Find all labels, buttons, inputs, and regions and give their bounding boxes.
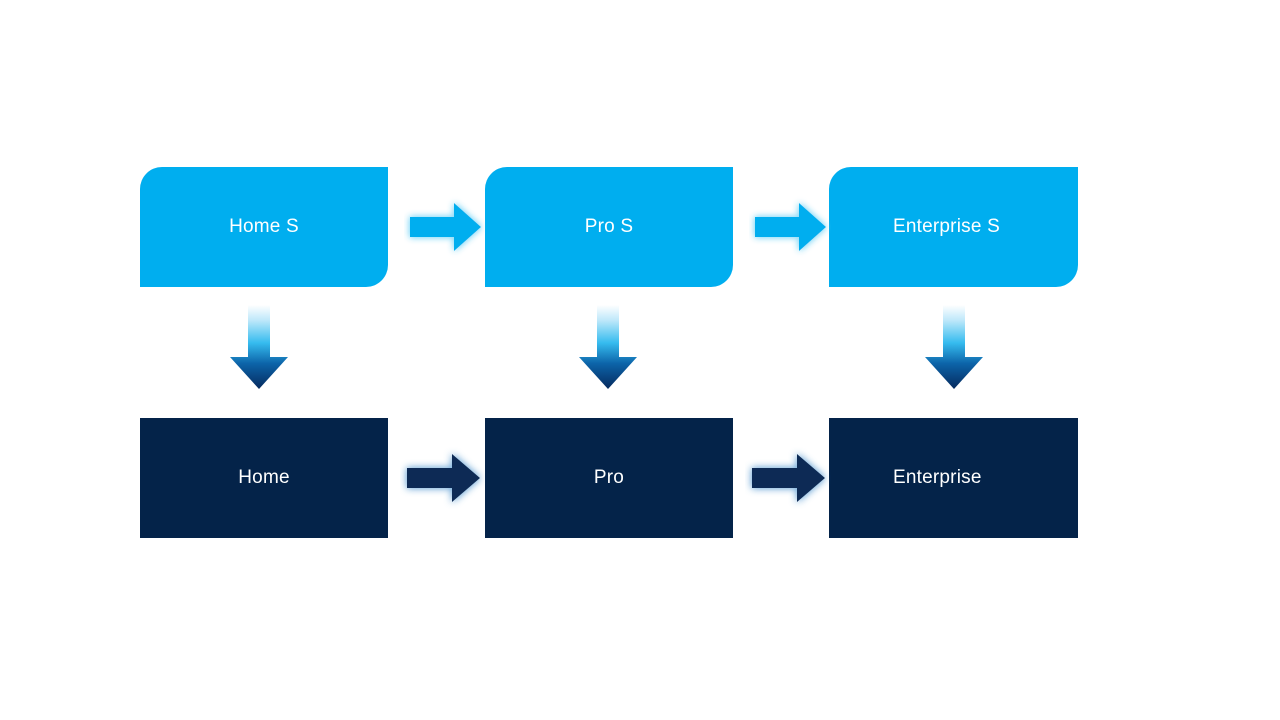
node-enterprise-label: Enterprise [893, 466, 982, 488]
node-pro-s[interactable]: Pro S [485, 167, 733, 287]
arrow-pro-s-to-pro [575, 305, 641, 391]
node-enterprise[interactable]: Enterprise [829, 418, 1078, 538]
node-home-s[interactable]: Home S [140, 167, 388, 287]
arrow-enterprise-s-to-enterprise [921, 305, 987, 391]
node-pro-s-label: Pro S [584, 215, 634, 237]
node-enterprise-s-label: Enterprise S [893, 215, 1000, 237]
arrow-pro-to-enterprise [745, 447, 831, 509]
arrow-pro-s-to-enterprise-s [749, 196, 831, 258]
node-enterprise-s[interactable]: Enterprise S [829, 167, 1078, 287]
node-home[interactable]: Home [140, 418, 388, 538]
node-home-label: Home [238, 466, 290, 488]
arrow-home-s-to-home [226, 305, 292, 391]
node-home-s-label: Home S [229, 215, 299, 237]
node-pro[interactable]: Pro [485, 418, 733, 538]
arrow-home-to-pro [400, 447, 486, 509]
node-pro-label: Pro [593, 466, 625, 488]
arrow-home-s-to-pro-s [404, 196, 486, 258]
